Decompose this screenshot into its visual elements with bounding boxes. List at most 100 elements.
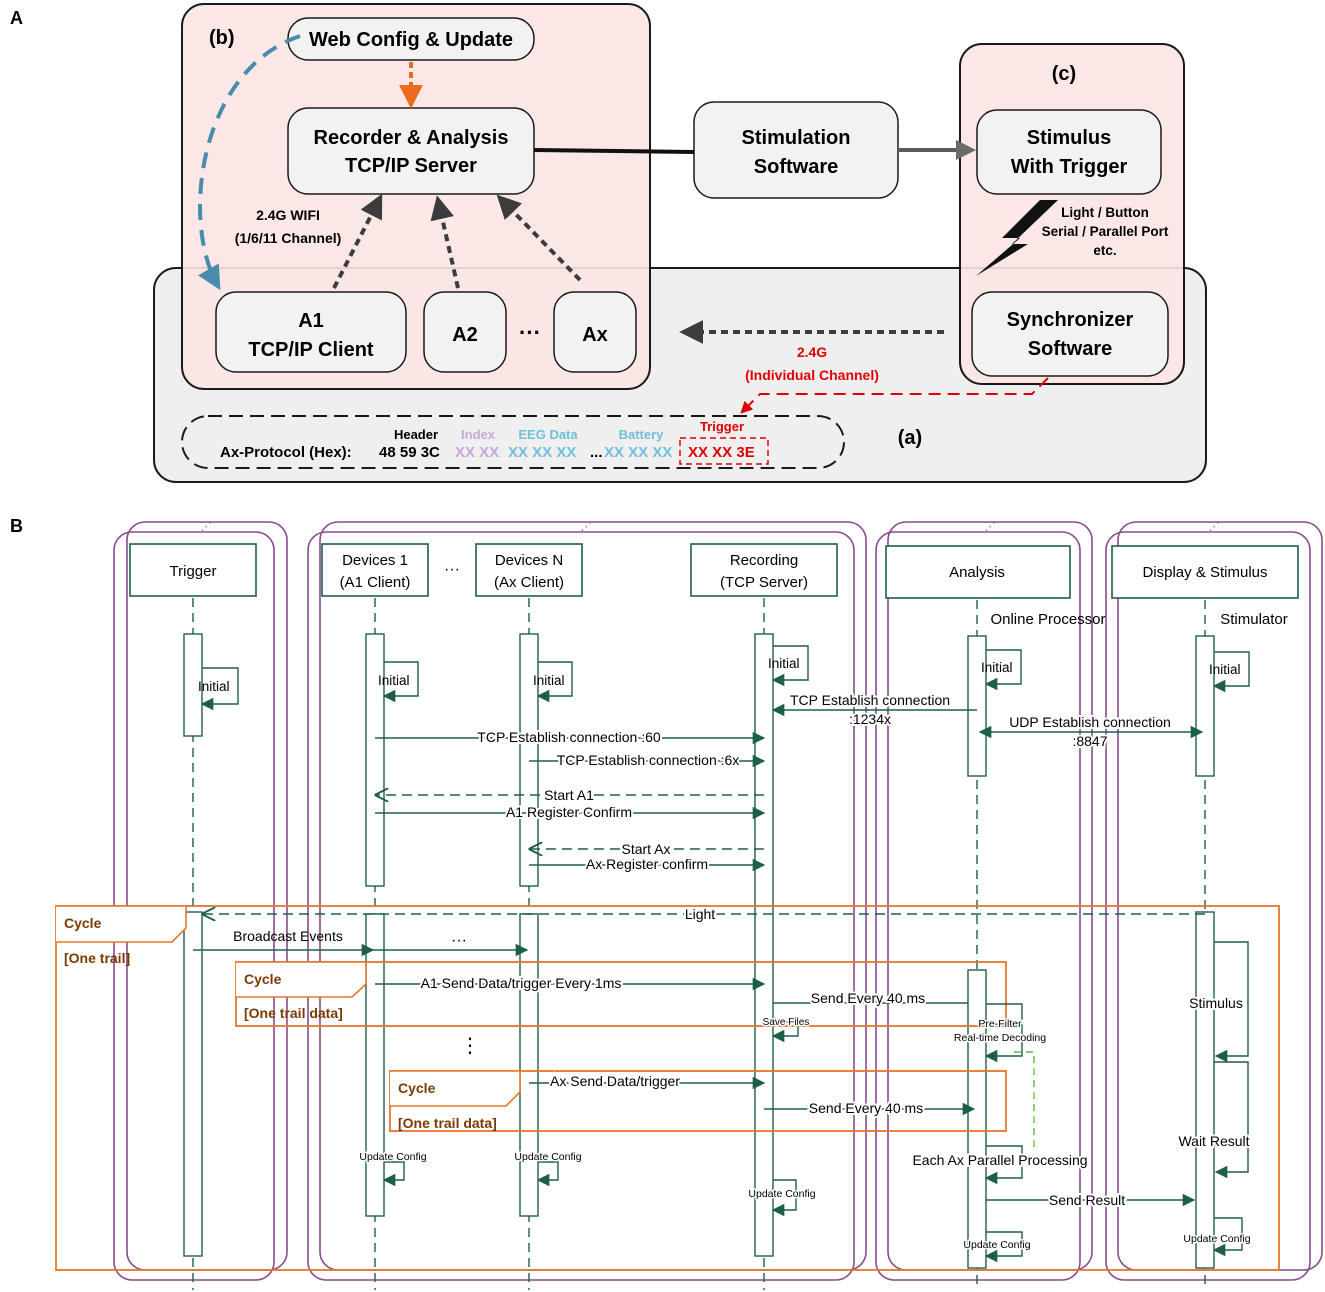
trigger-source-line-3: etc. [1093, 243, 1116, 258]
prefilter-loop [984, 1003, 1023, 1063]
recording-activation [754, 633, 774, 1257]
recording-header-label-2: (TCP Server) [720, 574, 808, 591]
send-40ms-label-2: Send Every 40 ms [809, 1100, 923, 1116]
trigger-source-line-1: Light / Button [1061, 205, 1149, 220]
analysis-initial-label: Initial [981, 660, 1013, 675]
devices1-initial-loop [382, 661, 419, 703]
trigger-source-line-2: Serial / Parallel Port [1042, 224, 1169, 239]
devices1-activation-1 [365, 633, 385, 887]
send-result-label: Send Result [1049, 1192, 1125, 1208]
panel-b-label: B [10, 516, 23, 536]
protocol-eeg-label: EEG Data [518, 427, 578, 442]
protocol-battery-value: XX XX XX [604, 444, 672, 461]
devices1-header-label-1: Devices 1 [342, 552, 408, 569]
trigger-initial-loop [200, 667, 239, 711]
display-update-loop [1212, 1217, 1243, 1257]
save-files-label: Save Files [763, 1017, 810, 1028]
synchronizer-label-2: Software [1028, 338, 1112, 360]
tcp-analysis-label-2: :1234x [849, 711, 891, 727]
stimulation-software-label-1: Stimulation [742, 127, 851, 149]
analysis-activation-2 [967, 969, 987, 1269]
devices1-activation-2 [365, 913, 385, 1217]
analysis-activation-1 [967, 635, 987, 777]
stimulator-label: Stimulator [1220, 611, 1288, 628]
display-update-label: Update Config [1183, 1233, 1250, 1245]
ax-send-label: Ax Send Data/trigger [550, 1073, 680, 1089]
parallel-processing-dashed [1014, 1051, 1035, 1152]
protocol-battery-label: Battery [619, 427, 665, 442]
trigger-activation-2 [183, 911, 203, 1257]
devices1-update-label: Update Config [359, 1151, 426, 1163]
display-initial-label: Initial [1209, 662, 1241, 677]
ax-cycle-tab [390, 1070, 521, 1107]
a1-label-2: TCP/IP Client [248, 339, 374, 361]
recording-update-label: Update Config [748, 1188, 815, 1200]
realtime-label: Real-time Decoding [954, 1032, 1046, 1044]
recording-header-label-1: Recording [730, 552, 798, 569]
analysis-initial-loop [984, 649, 1022, 691]
udp-label-2: :8847 [1072, 733, 1107, 749]
display-header-box [1111, 545, 1299, 599]
sync-to-trigger-arrow [740, 377, 1049, 414]
stimulus-label-1: Stimulus [1027, 127, 1111, 149]
recorder-box [287, 107, 535, 195]
devices1-header-label-2: (A1 Client) [340, 574, 411, 591]
start-ax-label: Start Ax [621, 841, 670, 857]
udp-label-1: UDP Establish connection [1009, 714, 1171, 730]
trigger-initial-label: Initial [198, 679, 230, 694]
devices1-initial-label: Initial [378, 673, 410, 688]
tcp-analysis-label-1: TCP Establish connection [790, 692, 950, 708]
synchronizer-label-1: Synchronizer [1007, 309, 1134, 331]
devicesN-update-label: Update Config [514, 1151, 581, 1163]
ax-cycle-label: Cycle [398, 1080, 436, 1096]
protocol-trigger-value: XX XX 3E [688, 444, 755, 461]
analysis-frame-dots: ⋰ [985, 521, 996, 533]
display-initial-loop [1212, 651, 1250, 693]
trigger-header-label: Trigger [170, 563, 217, 580]
web-config-label: Web Config & Update [309, 29, 513, 51]
devices1-update-loop [382, 1161, 405, 1187]
stimulus-box [976, 109, 1162, 195]
devicesN-update-loop [536, 1161, 559, 1187]
a1-to-recorder-arrow [332, 193, 383, 289]
ax-cycle-condition: [One trail data] [398, 1115, 497, 1131]
a2-client-box [423, 291, 507, 373]
each-ax-loop [984, 1145, 1023, 1185]
send-40ms-label-1: Send Every 40 ms [811, 990, 925, 1006]
wait-result-loop [1214, 1061, 1249, 1179]
web-to-a1-curve [198, 34, 301, 291]
devicesN-header-label-1: Devices N [495, 552, 563, 569]
a1-client-box [215, 291, 407, 373]
recording-initial-label: Initial [768, 656, 800, 671]
protocol-trigger-frame [679, 437, 769, 465]
protocol-box [181, 415, 845, 469]
display-group-frame-back [1117, 521, 1323, 1271]
recorder-label-1: Recorder & Analysis [314, 127, 509, 149]
analysis-update-label: Update Config [963, 1239, 1030, 1251]
protocol-index-value: XX XX [455, 444, 499, 461]
stimulus-label: Stimulus [1189, 995, 1243, 1011]
analysis-update-loop [984, 1231, 1023, 1263]
recording-update-loop [771, 1179, 797, 1217]
protocol-title: Ax-Protocol (Hex): [220, 444, 352, 461]
wifi-label-1: 2.4G WIFI [256, 207, 320, 223]
start-a1-label: Start A1 [544, 787, 594, 803]
tcp-6x-label: TCP Establish connection :6x [557, 752, 740, 768]
a1-send-label: A1 Send Data/trigger Every 1ms [421, 975, 622, 991]
a1-register-label: A1 Register Confirm [506, 804, 632, 820]
sub-label-b: (b) [209, 27, 235, 49]
analysis-header-box [885, 545, 1071, 599]
sub-label-c: (c) [1052, 63, 1076, 85]
broadcast-dots: ··· [451, 932, 467, 949]
stimulation-software-label-2: Software [754, 156, 838, 178]
devices1-header-box [321, 543, 429, 597]
vertical-dots: ⋮ [460, 1035, 480, 1057]
devicesN-initial-loop [536, 661, 573, 703]
stimulus-label-2: With Trigger [1011, 156, 1128, 178]
recording-header-box [690, 543, 838, 597]
devicesN-activation-2 [519, 913, 539, 1217]
protocol-header-value: 48 59 3C [379, 444, 440, 461]
outer-cycle-tab [56, 905, 187, 943]
display-activation-1 [1195, 635, 1215, 777]
save-files-loop [771, 1021, 799, 1043]
